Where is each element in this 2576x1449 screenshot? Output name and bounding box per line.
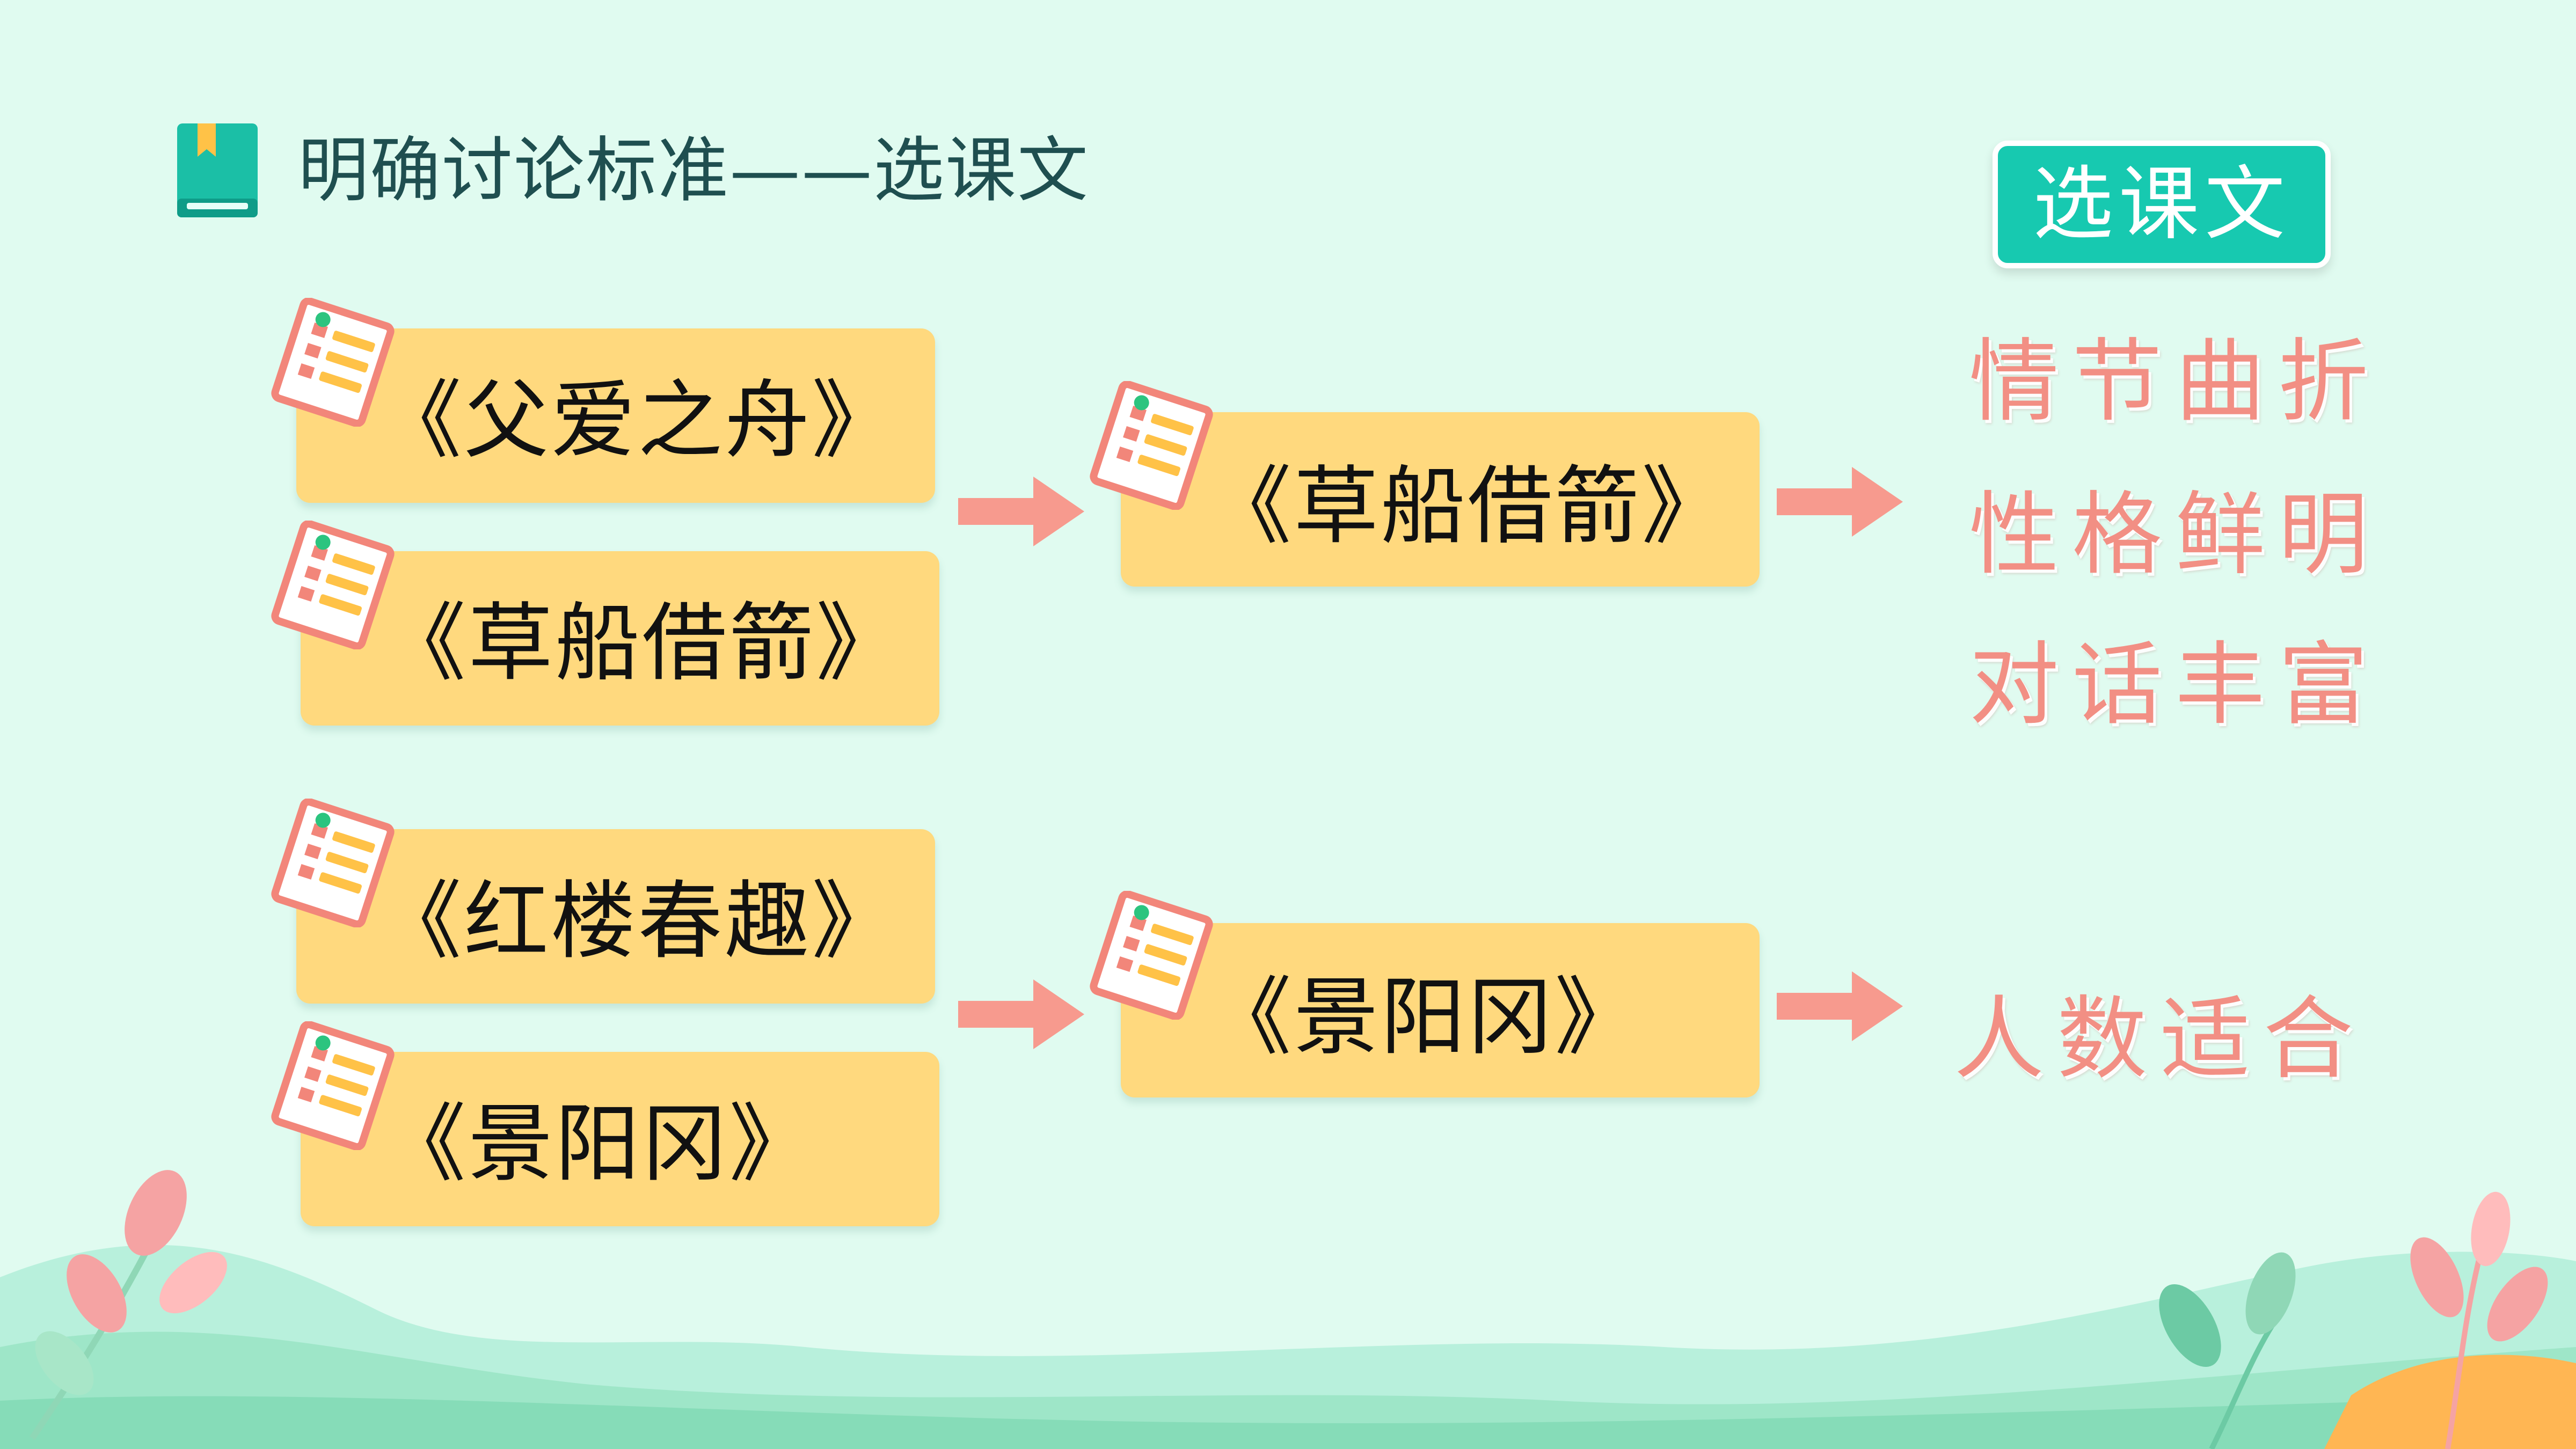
selected-card-2: 《景阳冈》 [1121,923,1760,1097]
reason-text: 对话丰富 [1969,632,2381,737]
arrow-right-icon [958,979,1084,1049]
arrow-right-icon [1777,971,1903,1041]
arrow-right-icon [958,477,1084,546]
bookmark-book-icon [177,123,258,217]
reason-text: 情节曲折 [1969,329,2381,434]
reason-text: 人数适合 [1954,986,2366,1092]
reason-text: 性格鲜明 [1969,482,2381,587]
candidate-card-label: 《景阳冈》 [381,1095,816,1194]
list-document-icon [271,1021,395,1150]
arrow-right-icon [1777,467,1903,537]
candidate-card-label: 《红楼春趣》 [377,872,899,971]
selected-card-1: 《草船借箭》 [1121,412,1760,587]
candidate-card-label: 《草船借箭》 [381,594,903,693]
candidate-card-1: 《父爱之舟》 [296,328,935,503]
list-document-icon [1090,381,1213,510]
candidate-card-2: 《草船借箭》 [301,551,939,726]
list-document-icon [271,298,395,427]
selected-card-label: 《草船借箭》 [1207,457,1728,556]
list-document-icon [1090,891,1213,1020]
candidate-card-4: 《景阳冈》 [301,1052,939,1226]
page-title: 明确讨论标准——选课文 [298,129,1089,212]
select-text-badge: 选课文 [1993,141,2331,268]
candidate-card-label: 《父爱之舟》 [377,371,899,470]
candidate-card-3: 《红楼春趣》 [296,829,935,1004]
list-document-icon [271,799,395,927]
leaf-branch-decoration [0,1170,2576,1449]
selected-card-label: 《景阳冈》 [1207,968,1641,1067]
list-document-icon [271,521,395,649]
